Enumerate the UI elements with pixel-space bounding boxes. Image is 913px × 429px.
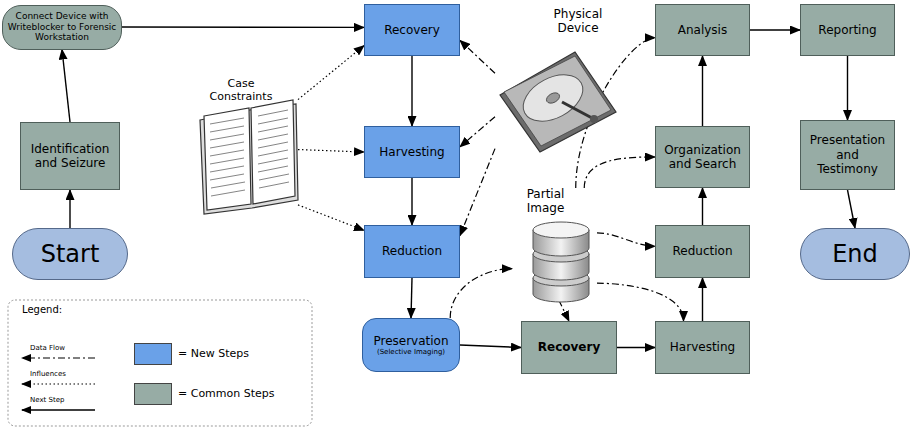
next-step-arrow xyxy=(411,56,412,126)
next-step-arrow xyxy=(847,56,848,120)
next-step-arrow xyxy=(848,190,856,228)
database-illustration xyxy=(533,222,589,302)
data-flow-arrow xyxy=(460,117,495,147)
data-flow-arrow xyxy=(584,157,655,188)
start-terminal: Start xyxy=(12,228,128,280)
data-flow-arrow xyxy=(460,40,495,73)
legend-text: Next Step xyxy=(30,396,64,404)
node-label: Analysis xyxy=(678,23,727,37)
node-label: Organization and Search xyxy=(659,143,746,172)
node-label: Start xyxy=(41,240,100,269)
next-step-arrow xyxy=(750,29,800,30)
legend-frame xyxy=(8,300,312,426)
node-label: Harvesting xyxy=(379,145,444,159)
end-terminal: End xyxy=(800,228,910,280)
figure-caption: Physical Device xyxy=(543,8,613,36)
next-step-arrow xyxy=(460,345,521,348)
legend-swatch xyxy=(134,383,172,405)
next-step-arrow xyxy=(702,278,703,321)
next-step-arrow xyxy=(617,347,655,348)
legend-sample-nextstep xyxy=(22,409,95,410)
process-box: Analysis xyxy=(655,4,750,56)
process-box: Reporting xyxy=(800,4,895,56)
data-flow-arrow xyxy=(559,300,569,321)
legend-title: Legend: xyxy=(22,304,62,315)
db-layer-top xyxy=(533,222,589,238)
figure-caption-group: Case Constraints xyxy=(206,78,276,103)
next-step-arrow xyxy=(702,56,703,126)
book-illustration xyxy=(200,100,298,214)
node-label: Reporting xyxy=(818,23,876,37)
figure-caption-group: Physical Device xyxy=(543,8,613,36)
influence-arrow xyxy=(298,46,364,100)
influence-arrow xyxy=(298,150,364,152)
legend-text: = Common Steps xyxy=(178,387,275,400)
figure-caption-group: Partial Image xyxy=(512,188,579,216)
disk-body xyxy=(500,52,616,152)
node-label: (Selective Imaging) xyxy=(377,348,445,356)
next-step-arrow xyxy=(411,178,412,225)
disk-platter xyxy=(515,65,590,130)
legend-sample-dataflow xyxy=(22,357,95,358)
disk-arm xyxy=(562,102,592,118)
process-box: Recovery xyxy=(521,321,617,374)
book-figure: Case Constraints xyxy=(198,78,298,213)
book-page xyxy=(204,108,251,210)
node-label: Recovery xyxy=(384,23,440,37)
legend-text: Data Flow xyxy=(30,344,65,352)
node-label: End xyxy=(832,240,878,269)
disk-pivot xyxy=(590,115,598,123)
database-figure: Partial Image xyxy=(512,188,597,300)
legend-text: Influences xyxy=(30,370,66,378)
figure-caption: Partial Image xyxy=(512,188,579,216)
process-box: Recovery xyxy=(364,4,460,56)
legend-swatch xyxy=(134,343,172,365)
disk-figure: Physical Device xyxy=(495,8,613,153)
process-terminal: Preservation(Selective Imaging) xyxy=(362,318,460,372)
next-step-arrow xyxy=(69,190,70,228)
node-label: Presentation and Testimony xyxy=(804,133,891,176)
node-label: Connect Device with Writeblocker to Fore… xyxy=(6,11,118,43)
book-page xyxy=(251,100,295,204)
disk-hub xyxy=(545,91,562,106)
process-box: Reduction xyxy=(655,225,750,278)
node-label: Recovery xyxy=(538,340,600,354)
node-label: Identification and Seizure xyxy=(24,142,116,171)
next-step-arrow xyxy=(122,26,364,28)
influence-arrow xyxy=(298,205,364,230)
node-label: Preservation xyxy=(373,334,448,348)
next-step-arrow xyxy=(411,278,412,318)
legend-sample-influences xyxy=(22,383,95,384)
legend-text: = New Steps xyxy=(178,347,249,360)
data-flow-arrow xyxy=(460,149,495,236)
legend-border xyxy=(8,300,312,426)
process-box: Organization and Search xyxy=(655,126,750,188)
node-label: Reduction xyxy=(382,244,442,258)
next-step-arrow xyxy=(702,188,703,225)
figure-caption: Case Constraints xyxy=(206,78,276,103)
next-step-arrow xyxy=(62,50,70,123)
data-flow-arrow xyxy=(597,283,684,321)
process-box: Identification and Seizure xyxy=(20,122,120,190)
process-box: Reduction xyxy=(364,225,460,278)
process-box: Harvesting xyxy=(655,321,750,374)
data-flow-arrow xyxy=(597,233,655,246)
disk-top xyxy=(504,56,611,146)
hard-disk-illustration xyxy=(500,52,616,152)
book-lines xyxy=(210,110,289,196)
node-label: Harvesting xyxy=(670,340,735,354)
process-box: Presentation and Testimony xyxy=(800,120,895,190)
node-label: Reduction xyxy=(673,244,733,258)
process-box: Harvesting xyxy=(364,126,460,178)
process-terminal: Connect Device with Writeblocker to Fore… xyxy=(2,5,122,50)
